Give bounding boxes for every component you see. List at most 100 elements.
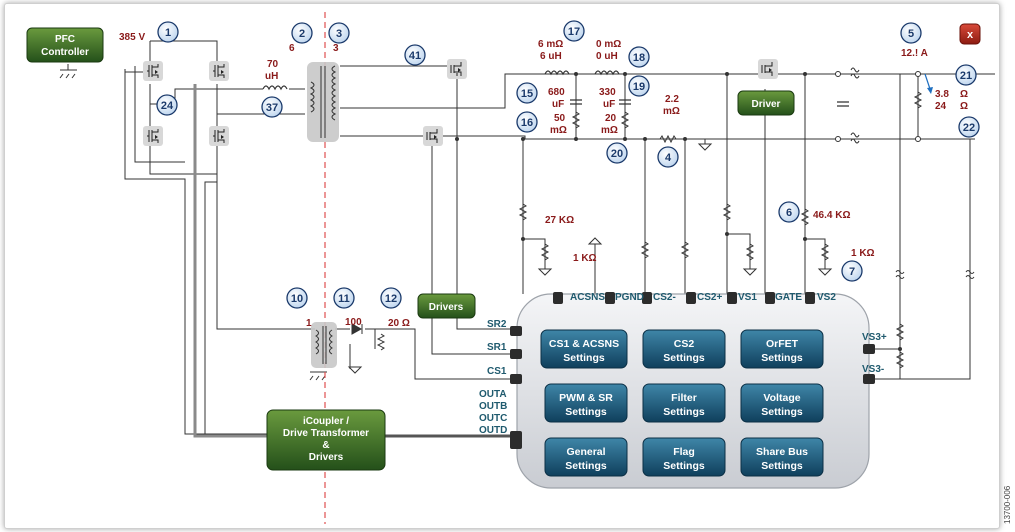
settings-subtitle: Settings (761, 352, 803, 364)
callout-number: 5 (908, 28, 914, 40)
pin-vs2: VS2 (817, 292, 836, 303)
pwm-sr-settings-button[interactable]: PWM & SR Settings (544, 383, 628, 423)
callout-number: 11 (338, 293, 350, 305)
break-marks (850, 67, 975, 279)
resistors (376, 91, 923, 369)
callout-10[interactable]: 10 (286, 287, 308, 309)
cap-680-value: 680 (548, 87, 565, 98)
callout-16[interactable]: 16 (516, 111, 538, 133)
pfc-label-line2: Controller (41, 47, 89, 58)
drivers-button[interactable]: Drivers (417, 293, 476, 319)
callout-1[interactable]: 1 (157, 21, 179, 43)
settings-title: Filter (671, 392, 697, 404)
pin-sr1: SR1 (487, 342, 507, 353)
callout-37[interactable]: 37 (261, 96, 283, 118)
inductor-0u-label: 0 uH (596, 51, 618, 62)
settings-subtitle: Settings (663, 460, 705, 472)
inductor-6u-label: 6 uH (540, 51, 562, 62)
pin-sr2: SR2 (487, 319, 507, 330)
resistor-20m-value: 20 (605, 113, 617, 124)
callout-7[interactable]: 7 (841, 260, 863, 282)
pin-acsns: ACSNS (570, 292, 605, 303)
callout-21[interactable]: 21 (955, 64, 977, 86)
close-button[interactable]: x (959, 23, 981, 45)
callout-6[interactable]: 6 (778, 201, 800, 223)
drivers-label: Drivers (429, 302, 464, 313)
pin-cs2-plus: CS2+ (697, 292, 722, 303)
callout-5[interactable]: 5 (900, 22, 922, 44)
callout-20[interactable]: 20 (606, 142, 628, 164)
callout-12[interactable]: 12 (380, 287, 402, 309)
resistor-20-label: 20 Ω (388, 318, 410, 329)
resistor-1k-b-label: 1 KΩ (851, 248, 875, 259)
resistor-3p8-unit: Ω (960, 89, 968, 100)
filter-settings-button[interactable]: Filter Settings (642, 383, 726, 423)
resistor-20m-unit: mΩ (601, 125, 618, 136)
icoupler-drivers-button[interactable]: iCoupler / Drive Transformer & Drivers (266, 409, 386, 471)
callout-number: 20 (611, 148, 623, 160)
capacitors (570, 99, 849, 107)
pin-gate: GATE (775, 292, 802, 303)
icoupler-line2: Drive Transformer (283, 428, 369, 439)
junction-dots (455, 72, 902, 351)
flag-settings-button[interactable]: Flag Settings (642, 437, 726, 477)
driver-label: Driver (752, 99, 781, 110)
callout-15[interactable]: 15 (516, 82, 538, 104)
callout-41[interactable]: 41 (404, 44, 426, 66)
settings-title: Flag (673, 446, 695, 458)
settings-subtitle: Settings (761, 406, 803, 418)
callout-17[interactable]: 17 (563, 20, 585, 42)
settings-title: General (566, 446, 605, 458)
inductor-70-value: 70 (267, 59, 279, 70)
callout-number: 16 (521, 117, 533, 129)
callout-2[interactable]: 2 (291, 22, 313, 44)
callout-number: 2 (299, 28, 305, 40)
callouts: 1 2 3 41 17 18 5 21 24 37 15 16 19 20 4 … (156, 20, 980, 309)
mosfet-icons (143, 59, 778, 146)
callout-number: 19 (633, 81, 645, 93)
cs1-acsns-settings-button[interactable]: CS1 & ACSNS Settings (540, 329, 628, 369)
pfc-controller-button[interactable]: PFC Controller (26, 27, 104, 63)
resistor-2p2m-unit: mΩ (663, 106, 680, 117)
resistor-27k-label: 27 KΩ (545, 215, 574, 226)
callout-number: 18 (633, 52, 645, 64)
pin-pgnd: PGND (615, 292, 644, 303)
share-bus-settings-button[interactable]: Share Bus Settings (740, 437, 824, 477)
general-settings-button[interactable]: General Settings (544, 437, 628, 477)
driver-button[interactable]: Driver (737, 90, 795, 116)
callout-24[interactable]: 24 (156, 94, 178, 116)
settings-title: Share Bus (756, 446, 808, 458)
callout-3[interactable]: 3 (328, 22, 350, 44)
callout-4[interactable]: 4 (657, 146, 679, 168)
settings-subtitle: Settings (563, 352, 605, 364)
voltage-settings-button[interactable]: Voltage Settings (740, 383, 824, 423)
transformer-ratio-3: 3 (333, 43, 339, 54)
settings-subtitle: Settings (663, 352, 705, 364)
pin-labels: ACSNS PGND CS2- CS2+ VS1 GATE VS2 SR2 SR… (479, 292, 887, 436)
cap-680-unit: uF (552, 99, 564, 110)
orfet-settings-button[interactable]: OrFET Settings (740, 329, 824, 369)
figure-code: 13700-006 (1003, 485, 1012, 524)
pin-cs2-minus: CS2- (653, 292, 676, 303)
cs2-settings-button[interactable]: CS2 Settings (642, 329, 726, 369)
callout-22[interactable]: 22 (958, 116, 980, 138)
pin-outa: OUTA (479, 389, 507, 400)
icoupler-line1: iCoupler / (303, 416, 349, 427)
inductors (262, 70, 620, 91)
settings-title: Voltage (763, 392, 800, 404)
settings-title: CS1 & ACSNS (549, 338, 619, 350)
icoupler-line4: Drivers (309, 452, 344, 463)
callout-number: 3 (336, 28, 342, 40)
pin-outc: OUTC (479, 413, 507, 424)
callout-number: 1 (165, 27, 171, 39)
transformer-ratio-6: 6 (289, 43, 295, 54)
settings-subtitle: Settings (565, 406, 607, 418)
resistor-0m-label: 0 mΩ (596, 39, 621, 50)
component-values: 385 V 70 uH 6 3 6 mΩ 6 uH 0 mΩ 0 uH 680 … (119, 32, 968, 329)
callout-11[interactable]: 11 (333, 287, 355, 309)
resistor-50m-value: 50 (554, 113, 566, 124)
settings-title: OrFET (766, 338, 799, 350)
callout-19[interactable]: 19 (628, 75, 650, 97)
resistor-1k-a-label: 1 KΩ (573, 253, 597, 264)
callout-18[interactable]: 18 (628, 46, 650, 68)
